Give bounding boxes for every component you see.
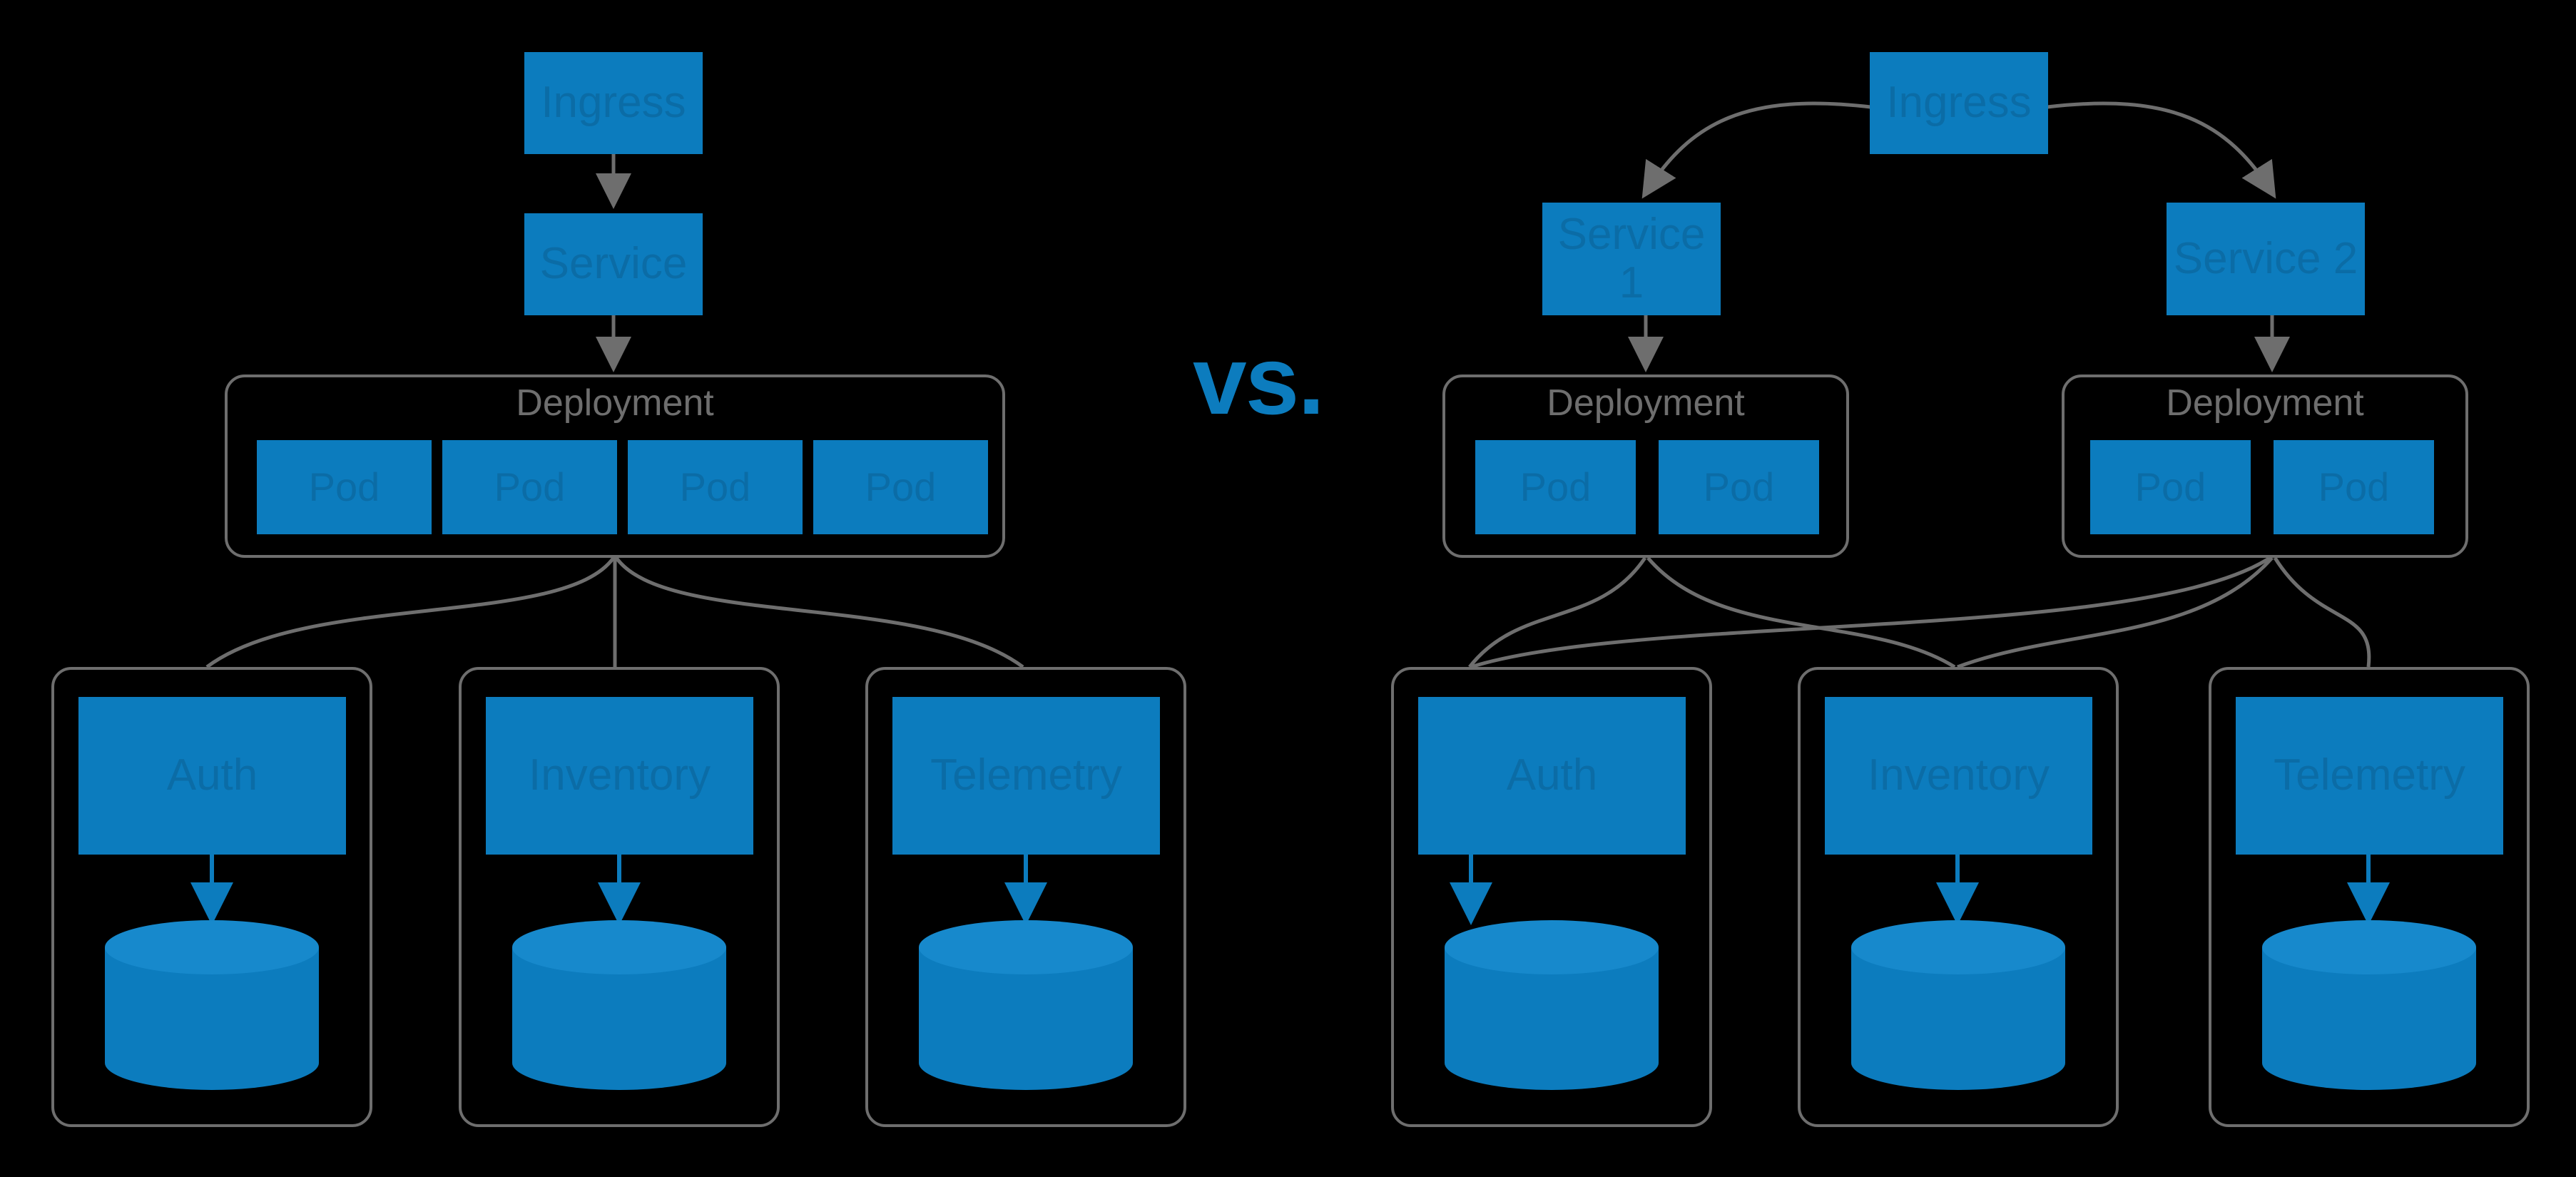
ingress-node-left[interactable]: Ingress: [524, 52, 703, 154]
telemetry-service-node-left[interactable]: Telemetry: [892, 697, 1160, 855]
microservice-group-auth-right[interactable]: [1391, 667, 1712, 1127]
database-cylinder-icon: [919, 920, 1133, 1090]
deployment-group-left[interactable]: [225, 374, 1005, 558]
microservice-group-auth-left[interactable]: [51, 667, 372, 1127]
database-cylinder-icon: [105, 920, 319, 1090]
database-cylinder-icon: [512, 920, 726, 1090]
pod-node[interactable]: Pod: [2090, 440, 2251, 534]
microservice-group-telemetry-left[interactable]: [865, 667, 1186, 1127]
service-node-left[interactable]: Service: [524, 213, 703, 315]
pod-node[interactable]: Pod: [813, 440, 988, 534]
versus-separator-label: vs.: [1193, 326, 1325, 434]
microservice-group-telemetry-right[interactable]: [2209, 667, 2530, 1127]
pod-node[interactable]: Pod: [1659, 440, 1819, 534]
edge-ingress-to-service-2: [2047, 101, 2276, 199]
pod-node[interactable]: Pod: [257, 440, 432, 534]
edge-deployment-1-to-inventory: [1646, 556, 1956, 669]
microservice-group-inventory-right[interactable]: [1798, 667, 2119, 1127]
ingress-node-right[interactable]: Ingress: [1870, 52, 2048, 154]
service-1-node-right[interactable]: Service 1: [1542, 203, 1721, 315]
database-cylinder-icon: [1851, 920, 2065, 1090]
deployment-group-1-right[interactable]: [1442, 374, 1849, 558]
edge-deployment-2-to-inventory: [1957, 556, 2274, 669]
edge-deployment-2-to-auth: [1470, 556, 2271, 669]
edge-deployment-2-to-telemetry: [2273, 556, 2371, 668]
edge-deployment-to-auth: [205, 556, 616, 669]
edge-deployment-1-to-auth: [1468, 556, 1647, 668]
deployment-group-label-left: Deployment: [516, 382, 714, 424]
microservice-group-inventory-left[interactable]: [459, 667, 780, 1127]
telemetry-service-node-right[interactable]: Telemetry: [2236, 697, 2503, 855]
edge-ingress-to-service-1: [1641, 101, 1871, 199]
pod-node[interactable]: Pod: [1475, 440, 1636, 534]
edge-deployment-to-telemetry: [614, 556, 1024, 669]
deployment-group-1-label-right: Deployment: [1547, 382, 1745, 424]
auth-service-node-left[interactable]: Auth: [78, 697, 346, 855]
inventory-service-node-right[interactable]: Inventory: [1825, 697, 2092, 855]
pod-node[interactable]: Pod: [2274, 440, 2434, 534]
pod-node[interactable]: Pod: [628, 440, 803, 534]
service-2-node-right[interactable]: Service 2: [2167, 203, 2365, 315]
inventory-service-node-left[interactable]: Inventory: [486, 697, 753, 855]
deployment-group-2-right[interactable]: [2062, 374, 2468, 558]
deployment-group-2-label-right: Deployment: [2166, 382, 2364, 424]
pod-node[interactable]: Pod: [442, 440, 617, 534]
database-cylinder-icon: [2262, 920, 2476, 1090]
database-cylinder-icon: [1445, 920, 1659, 1090]
auth-service-node-right[interactable]: Auth: [1418, 697, 1686, 855]
